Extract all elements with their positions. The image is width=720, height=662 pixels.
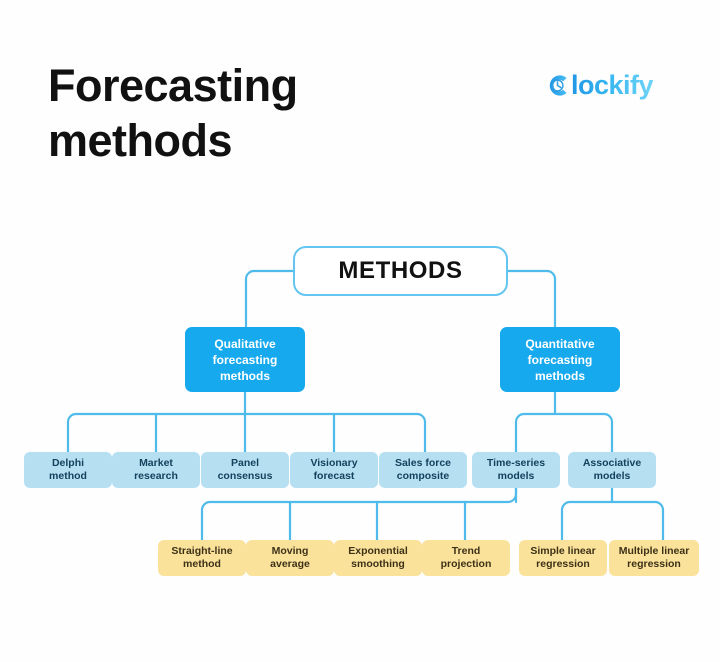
node-market-research[interactable]: Market research xyxy=(112,452,200,488)
edge-root-qualitative xyxy=(244,269,295,329)
bus-qualitative xyxy=(66,412,427,454)
node-straight-line-method[interactable]: Straight-line method xyxy=(158,540,246,576)
node-sales-force-composite[interactable]: Sales force composite xyxy=(379,452,467,488)
node-quantitative-forecasting-methods[interactable]: Quantitative forecasting methods xyxy=(500,327,620,392)
node-delphi-method[interactable]: Delphi method xyxy=(24,452,112,488)
node-visionary-forecast[interactable]: Visionary forecast xyxy=(290,452,378,488)
bus-quantitative xyxy=(514,412,614,454)
node-exponential-smoothing[interactable]: Exponential smoothing xyxy=(334,540,422,576)
node-panel-consensus[interactable]: Panel consensus xyxy=(201,452,289,488)
bus-timeseries xyxy=(200,486,518,542)
node-simple-linear-regression[interactable]: Simple linear regression xyxy=(519,540,607,576)
node-moving-average[interactable]: Moving average xyxy=(246,540,334,576)
clockify-logo: lockify xyxy=(545,68,654,102)
clockify-wordmark: lockify xyxy=(571,70,654,100)
node-methods[interactable]: METHODS xyxy=(293,246,508,296)
bus-associative xyxy=(560,500,665,542)
clockify-clock-icon xyxy=(549,74,567,96)
node-trend-projection[interactable]: Trend projection xyxy=(422,540,510,576)
node-associative-models[interactable]: Associative models xyxy=(568,452,656,488)
edge-root-quantitative xyxy=(506,269,557,329)
page-title: Forecasting methods xyxy=(48,60,298,166)
node-multiple-linear-regression[interactable]: Multiple linear regression xyxy=(609,540,699,576)
node-time-series-models[interactable]: Time-series models xyxy=(472,452,560,488)
node-qualitative-forecasting-methods[interactable]: Qualitative forecasting methods xyxy=(185,327,305,392)
